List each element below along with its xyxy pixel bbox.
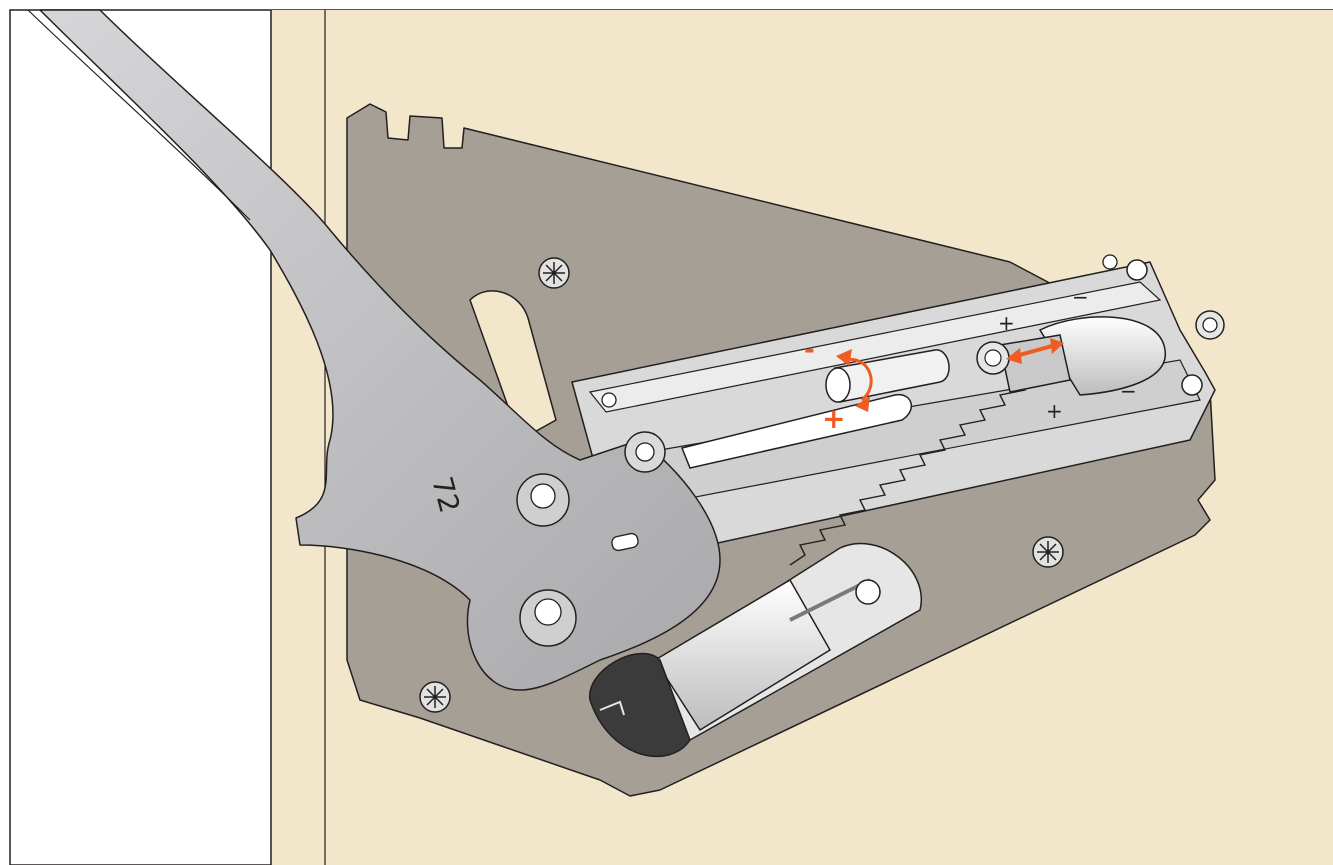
plate-slot — [469, 290, 557, 442]
adjust-minus-label: - — [804, 335, 815, 365]
housing-minus-mark: − — [1072, 285, 1089, 309]
screw-icon — [419, 681, 451, 713]
double-arrow-icon — [1006, 338, 1064, 364]
pivot-bolt — [516, 473, 570, 527]
damper-unit — [589, 542, 923, 758]
rotation-arrow-icon — [836, 349, 873, 412]
arm-slot — [611, 532, 639, 552]
screw-icon — [1032, 536, 1064, 568]
pivot-bolt — [519, 589, 577, 647]
adjustment-spring — [976, 316, 1166, 396]
housing-plus-mark: + — [1046, 399, 1063, 423]
adjust-plus-label: + — [822, 402, 845, 435]
housing-plus-mark: + — [998, 311, 1015, 335]
screw-icon — [538, 257, 570, 289]
arm-edge-line — [27, 9, 251, 221]
pivot-bolt — [624, 431, 666, 473]
housing-minus-mark: − — [1120, 379, 1137, 403]
